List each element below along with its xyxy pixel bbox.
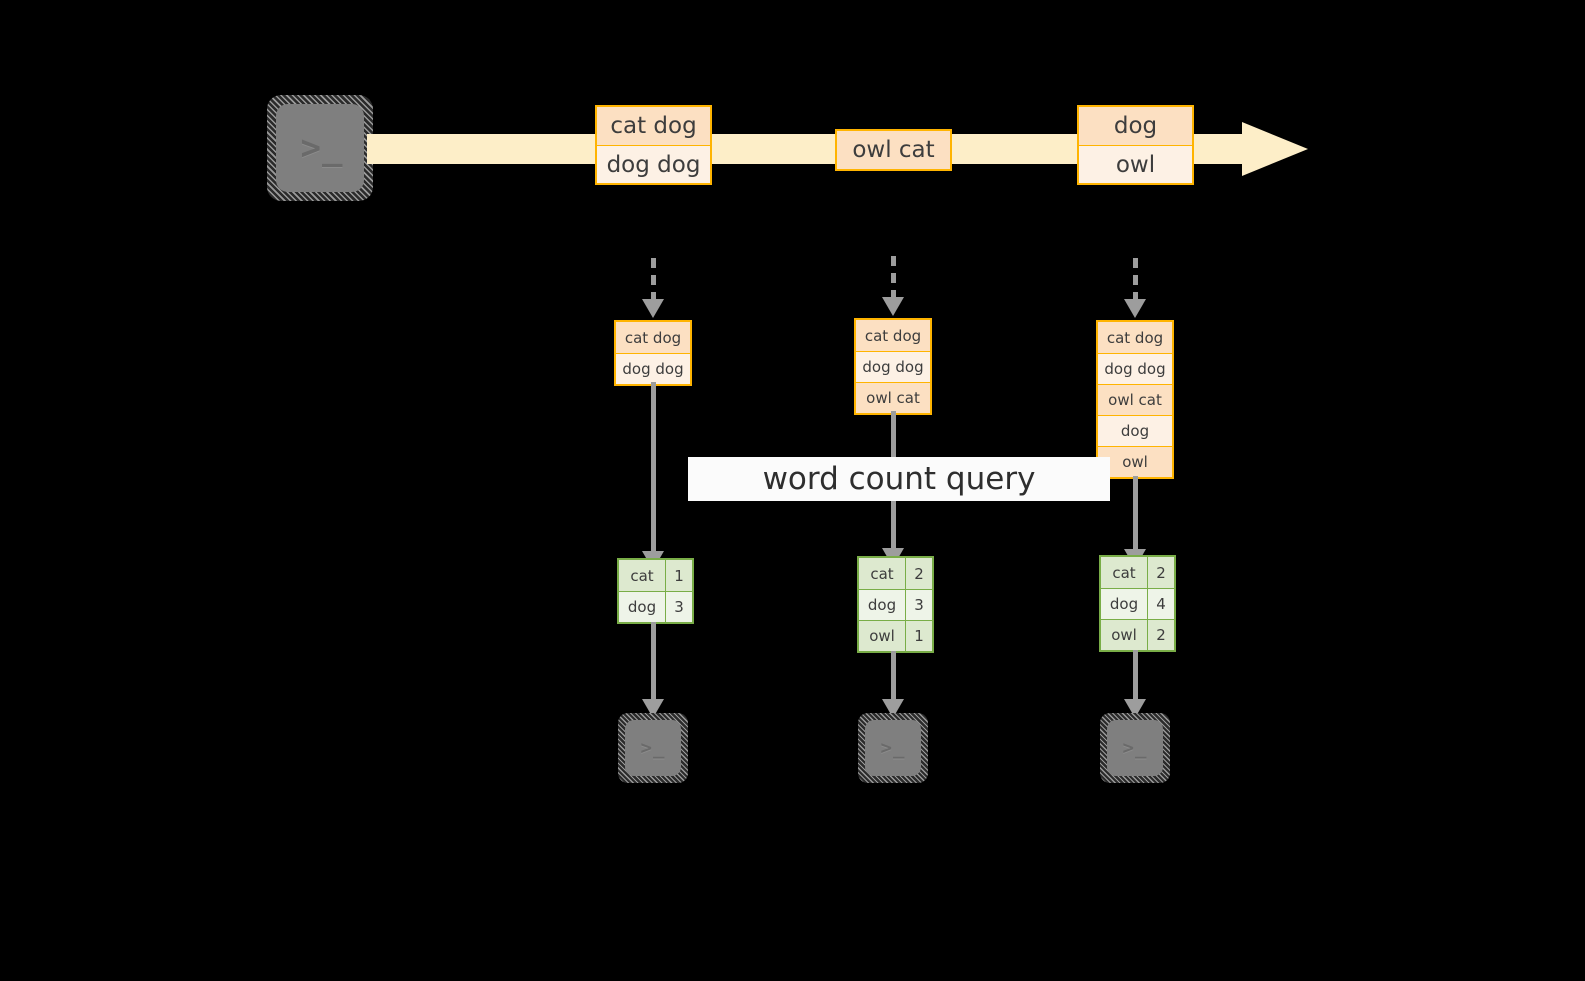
column-2-emit-arrow xyxy=(882,651,904,718)
terminal-face xyxy=(1107,720,1163,776)
arrow-shaft xyxy=(1132,650,1138,702)
column-3-ingest-arrow xyxy=(1124,258,1146,318)
terminal-prompt-glyph: >_ xyxy=(1122,737,1148,759)
table-row: dog 3 xyxy=(859,589,932,620)
batch-line: dog xyxy=(1098,415,1172,446)
arrow-shaft xyxy=(890,256,896,300)
result-word: owl xyxy=(1101,620,1147,650)
result-count: 1 xyxy=(665,560,692,591)
batch-line: owl cat xyxy=(856,382,930,413)
column-2-ingest-arrow xyxy=(882,256,904,316)
result-word: dog xyxy=(1101,589,1147,619)
result-count: 4 xyxy=(1147,589,1174,619)
terminal-prompt-glyph: >_ xyxy=(300,128,344,168)
result-word: dog xyxy=(859,590,905,620)
table-row: owl 1 xyxy=(859,620,932,651)
batch-line: owl cat xyxy=(1098,384,1172,415)
result-word: owl xyxy=(859,621,905,651)
stream-event-1: cat dog dog dog xyxy=(595,105,712,185)
table-row: owl 2 xyxy=(1101,619,1174,650)
stream-event-3-line-1: dog xyxy=(1079,107,1192,145)
result-count: 3 xyxy=(665,592,692,622)
column-1-ingest-arrow xyxy=(642,258,664,318)
column-1-emit-arrow xyxy=(642,622,664,718)
column-3-emit-arrow xyxy=(1124,650,1146,718)
batch-line: cat dog xyxy=(856,320,930,351)
table-row: dog 3 xyxy=(619,591,692,622)
arrow-shaft xyxy=(650,382,656,554)
batch-line: owl xyxy=(1098,446,1172,477)
column-1-consumer-terminal-icon: >_ xyxy=(618,713,688,783)
producer-terminal-icon: >_ xyxy=(267,95,373,201)
column-1-batch-box: cat dog dog dog xyxy=(614,320,692,386)
result-count: 1 xyxy=(905,621,932,651)
table-row: dog 4 xyxy=(1101,588,1174,619)
terminal-face xyxy=(276,104,364,192)
query-label-text: word count query xyxy=(762,461,1036,497)
table-row: cat 1 xyxy=(619,560,692,591)
query-label-band: word count query xyxy=(688,457,1110,501)
column-2-batch-box: cat dog dog dog owl cat xyxy=(854,318,932,415)
result-word: cat xyxy=(859,558,905,589)
event-stream-arrowhead xyxy=(1242,122,1308,176)
arrow-shaft xyxy=(650,258,656,302)
terminal-face xyxy=(865,720,921,776)
stream-event-3-line-2: owl xyxy=(1079,145,1192,183)
stream-event-1-line-2: dog dog xyxy=(597,145,710,183)
result-word: cat xyxy=(1101,557,1147,588)
column-2-consumer-terminal-icon: >_ xyxy=(858,713,928,783)
table-row: cat 2 xyxy=(859,558,932,589)
batch-line: dog dog xyxy=(616,353,690,384)
stream-event-3: dog owl xyxy=(1077,105,1194,185)
stream-event-2: owl cat xyxy=(835,129,952,171)
column-3-batch-box: cat dog dog dog owl cat dog owl xyxy=(1096,320,1174,479)
batch-line: cat dog xyxy=(1098,322,1172,353)
column-2-result-table: cat 2 dog 3 owl 1 xyxy=(857,556,934,653)
result-count: 2 xyxy=(1147,620,1174,650)
arrow-head xyxy=(642,299,664,318)
result-word: dog xyxy=(619,592,665,622)
column-1-query-arrow xyxy=(642,382,664,570)
result-count: 2 xyxy=(905,558,932,589)
result-count: 3 xyxy=(905,590,932,620)
arrow-shaft xyxy=(650,622,656,702)
arrow-head xyxy=(1124,299,1146,318)
batch-line: cat dog xyxy=(616,322,690,353)
column-1-result-table: cat 1 dog 3 xyxy=(617,558,694,624)
terminal-prompt-glyph: >_ xyxy=(640,737,666,759)
batch-line: dog dog xyxy=(1098,353,1172,384)
stream-event-1-line-1: cat dog xyxy=(597,107,710,145)
arrow-shaft xyxy=(1132,476,1138,552)
batch-line: dog dog xyxy=(856,351,930,382)
result-word: cat xyxy=(619,560,665,591)
result-count: 2 xyxy=(1147,557,1174,588)
terminal-face xyxy=(625,720,681,776)
arrow-shaft xyxy=(890,651,896,702)
stream-event-2-line-1: owl cat xyxy=(837,131,950,169)
terminal-prompt-glyph: >_ xyxy=(880,737,906,759)
column-3-result-table: cat 2 dog 4 owl 2 xyxy=(1099,555,1176,652)
column-3-consumer-terminal-icon: >_ xyxy=(1100,713,1170,783)
arrow-head xyxy=(882,297,904,316)
arrow-shaft xyxy=(1132,258,1138,302)
table-row: cat 2 xyxy=(1101,557,1174,588)
